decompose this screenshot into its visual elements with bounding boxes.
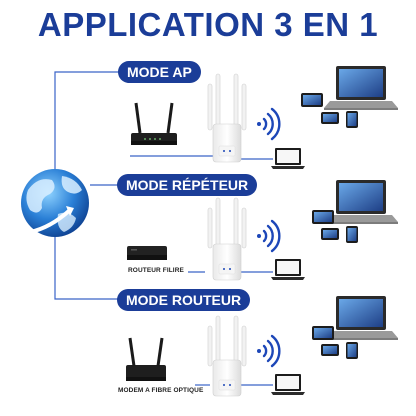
fiber-modem-icon xyxy=(126,337,166,381)
mode-router-pill: MODE ROUTEUR xyxy=(117,289,251,311)
tablet-icon xyxy=(312,210,334,224)
laptop-icon xyxy=(324,66,398,110)
wifi-signal-icon xyxy=(257,107,281,141)
mode-ap-pill: MODE AP xyxy=(118,61,201,83)
wifi-signal-icon xyxy=(257,334,281,368)
tablet-icon xyxy=(312,326,334,340)
wifi-extender-icon xyxy=(207,73,247,163)
mode-repeater-pill: MODE RÉPÉTEUR xyxy=(117,174,258,196)
small-laptop-icon xyxy=(271,374,305,395)
laptop-icon xyxy=(324,180,398,224)
smartphone-icon xyxy=(321,344,339,356)
black-switch-icon xyxy=(127,246,167,260)
smartphone-icon xyxy=(321,228,339,240)
small-laptop-icon xyxy=(271,259,305,280)
smartphone-icon xyxy=(321,112,339,124)
page-title: APPLICATION 3 EN 1 xyxy=(37,6,379,43)
smartphone-icon xyxy=(346,111,358,128)
tablet-icon xyxy=(301,93,323,107)
fiber-modem-label: MODEM A FIBRE OPTIQUE xyxy=(118,387,204,394)
laptop-icon xyxy=(324,296,398,340)
globe-icon xyxy=(21,169,89,237)
black-router-icon xyxy=(131,102,177,145)
wifi-extender-icon xyxy=(207,315,247,397)
wifi-extender-icon xyxy=(207,197,247,281)
smartphone-icon xyxy=(346,226,358,243)
small-laptop-icon xyxy=(271,148,305,169)
wifi-signal-icon xyxy=(257,219,281,253)
smartphone-icon xyxy=(346,342,358,359)
connection-lines xyxy=(54,71,273,386)
wired-router-label: ROUTEUR FILIRE xyxy=(128,267,184,274)
